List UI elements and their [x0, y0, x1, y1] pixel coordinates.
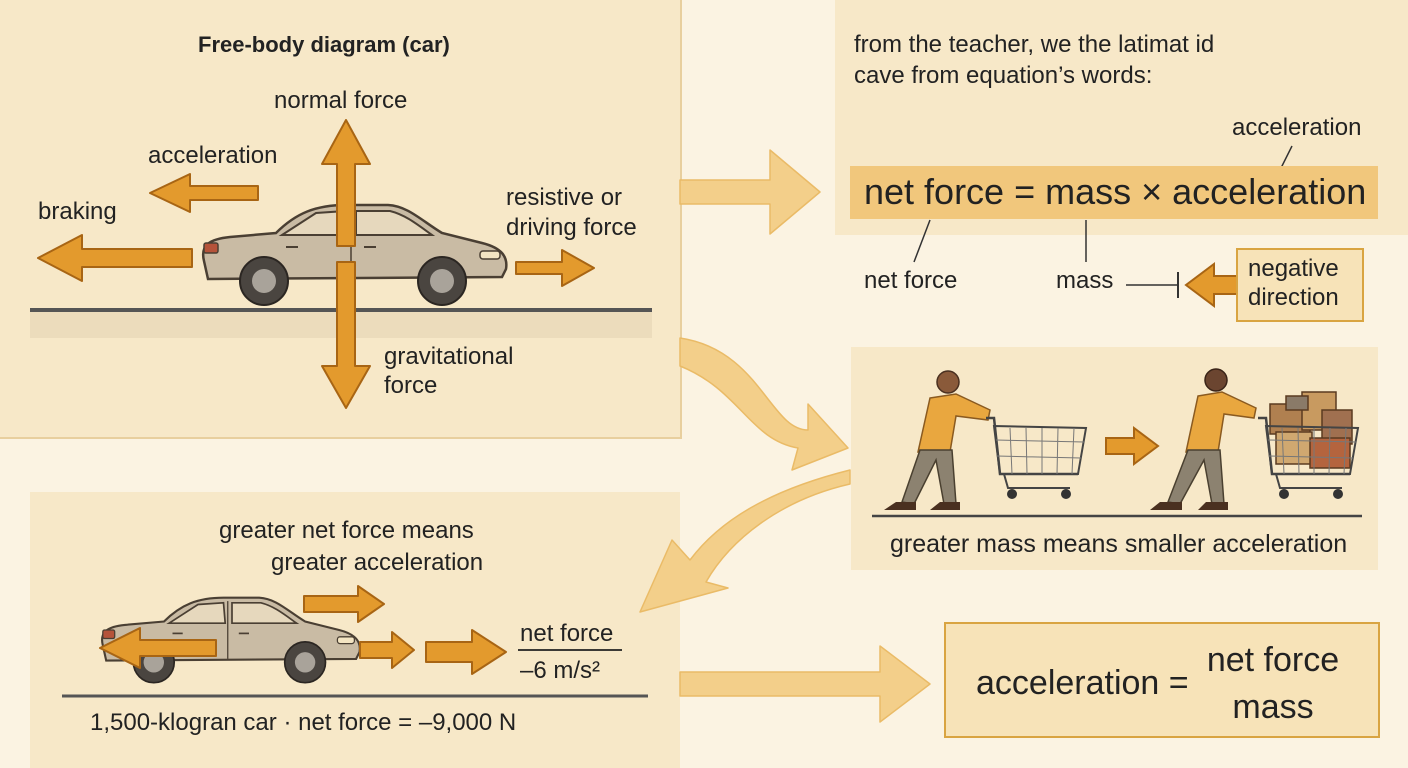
force-arrow-small	[303, 585, 385, 623]
fraction-denominator-small: –6 m/s²	[520, 657, 601, 684]
cart-icon	[984, 416, 1088, 501]
force-arrow-large	[425, 629, 507, 675]
net-force-caption-line2: greater acceleration	[271, 549, 484, 576]
force-arrow-medium	[359, 631, 415, 669]
negative-direction-arrow	[1184, 262, 1239, 308]
equation-bar	[850, 166, 1378, 219]
fraction-numerator-small: net force	[520, 620, 614, 647]
person-pushing-heavy-cart-icon	[1150, 368, 1257, 510]
flow-arrow-to-mass	[679, 337, 849, 471]
negative-line1: negative	[1248, 255, 1339, 282]
equation-text: net force = mass × acceleration	[864, 171, 1367, 212]
equation-accel-label: acceleration	[1232, 114, 1362, 141]
free-body-title: Free-body diagram (car)	[198, 32, 450, 57]
normal-force-label: normal force	[274, 87, 408, 114]
acceleration-arrow	[149, 173, 259, 213]
boxes-icon	[1269, 391, 1353, 469]
driving-force-arrow	[515, 249, 595, 287]
gravitational-force-arrow	[321, 261, 371, 409]
formula-numerator: net force	[1206, 641, 1340, 679]
acceleration-label: acceleration	[148, 142, 278, 169]
negative-direction-box	[1236, 248, 1364, 322]
flow-arrow-to-formula	[679, 645, 931, 723]
resistive-label-line1: resistive or	[506, 184, 623, 211]
equation-mass-label: mass	[1056, 267, 1114, 294]
braking-arrow	[37, 234, 193, 282]
gravitational-label-line1: gravitational	[384, 343, 514, 370]
net-force-bottom-text: 1,500-klogran car · net force = –9,000 N	[90, 709, 517, 736]
braking-arrow-2	[99, 627, 217, 669]
equation-net-force-label: net force	[864, 267, 958, 294]
person-pushing-cart-icon	[884, 370, 991, 510]
resistive-label-line2: driving force	[506, 214, 637, 241]
mass-caption: greater mass means smaller acceleration	[890, 530, 1348, 558]
negative-line2: direction	[1248, 284, 1339, 311]
intro-line2: cave from equation’s words:	[854, 62, 1153, 89]
flow-arrow-to-net-force	[639, 469, 851, 613]
formula-lhs: acceleration =	[976, 664, 1189, 702]
braking-label: braking	[38, 198, 117, 225]
formula-box	[944, 622, 1380, 738]
gravitational-label-line2: force	[384, 372, 438, 399]
flow-arrow-to-equation	[679, 149, 821, 235]
net-force-pointer	[913, 219, 931, 263]
net-force-caption-line1: greater net force means	[219, 517, 474, 544]
intro-line1: from the teacher, we the latimat id	[854, 31, 1215, 58]
formula-denominator: mass	[1232, 688, 1314, 726]
comparison-arrow	[1105, 426, 1160, 466]
normal-force-arrow	[321, 119, 371, 247]
